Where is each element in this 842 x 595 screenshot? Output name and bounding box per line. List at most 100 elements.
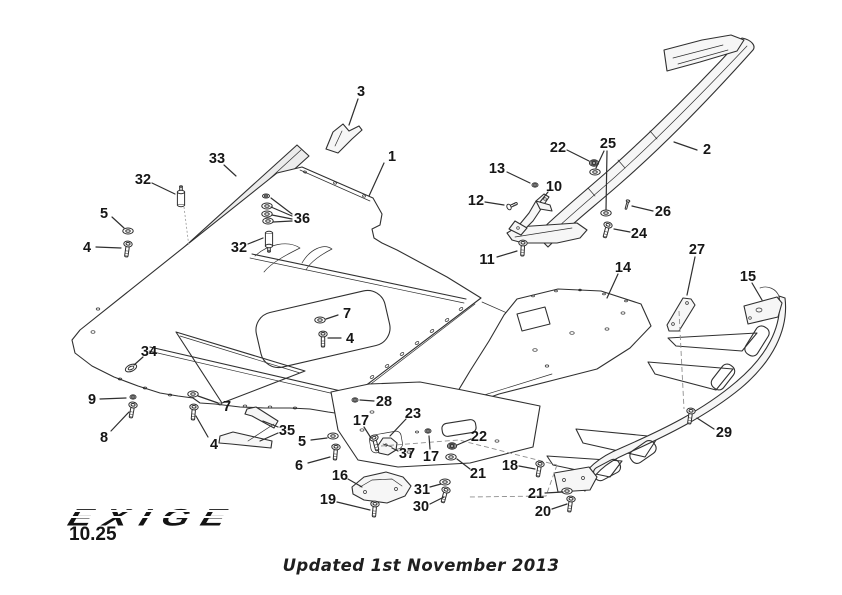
fastener-washer [122, 227, 134, 235]
fastener-bolt [123, 240, 133, 258]
fastener-bolt [602, 221, 613, 239]
svg-text:31: 31 [414, 482, 430, 498]
logo-stripe [62, 516, 270, 518]
callout-28: 28 [359, 394, 392, 410]
svg-text:32: 32 [231, 240, 247, 256]
svg-text:7: 7 [223, 399, 231, 415]
fastener-screw [506, 202, 518, 211]
fastener-spacer [176, 185, 186, 208]
fastener-washer_s [262, 193, 270, 199]
part-16-bracket [351, 471, 412, 504]
callout-2: 2 [673, 141, 711, 158]
part-2-rear-sill [506, 34, 755, 248]
callout-32: 32 [135, 172, 176, 195]
callout-15: 15 [740, 269, 763, 301]
fastener-nut_s [531, 182, 539, 188]
svg-text:28: 28 [376, 394, 392, 410]
callout-5: 5 [298, 434, 328, 450]
svg-text:15: 15 [740, 269, 756, 285]
callout-1: 1 [368, 149, 396, 197]
callout-22: 22 [550, 140, 590, 162]
svg-text:11: 11 [479, 252, 494, 268]
callout-9: 9 [88, 392, 127, 408]
svg-text:30: 30 [413, 499, 429, 515]
svg-text:3: 3 [357, 84, 365, 100]
part-3-bracket [325, 123, 363, 154]
callout-37: 37 [391, 446, 415, 462]
part-15-rear-diffuser [546, 286, 787, 493]
callout-35: 35 [259, 420, 295, 442]
section-number: 10.25 [69, 524, 117, 545]
part-27-bracket [666, 297, 696, 332]
svg-text:21: 21 [470, 466, 486, 482]
svg-text:22: 22 [471, 429, 487, 445]
svg-text:34: 34 [141, 344, 157, 360]
callout-7: 7 [325, 306, 351, 322]
svg-text:16: 16 [332, 468, 348, 484]
fastener-bolt [566, 495, 576, 513]
callout-27: 27 [686, 242, 705, 296]
fastener-bolt [518, 239, 528, 257]
fasteners-layer [122, 159, 696, 518]
svg-text:12: 12 [468, 193, 484, 209]
svg-text:18: 18 [502, 458, 518, 474]
callout-32: 32 [231, 237, 264, 256]
callout-23: 23 [389, 406, 421, 437]
fastener-nut [588, 159, 600, 167]
svg-text:19: 19 [320, 492, 336, 508]
svg-text:23: 23 [405, 406, 421, 422]
fastener-washer [261, 202, 273, 210]
callout-18: 18 [502, 458, 536, 474]
callout-21: 21 [456, 458, 486, 482]
callout-4: 4 [327, 331, 354, 347]
fastener-nut_s [351, 397, 359, 403]
callout-8: 8 [100, 411, 130, 446]
svg-text:29: 29 [716, 425, 732, 441]
callout-26: 26 [631, 204, 671, 220]
svg-text:4: 4 [346, 331, 354, 347]
fastener-nut [446, 442, 458, 450]
fastener-washer [445, 453, 457, 461]
fastener-bolt [318, 330, 328, 348]
logo-stripe [62, 510, 270, 512]
svg-text:8: 8 [100, 430, 108, 446]
callout-7: 7 [197, 395, 231, 415]
svg-text:33: 33 [209, 151, 225, 167]
callout-36: 36 [270, 197, 310, 227]
fastener-bolt [686, 407, 696, 425]
part-14-rear-undertray [454, 288, 652, 407]
callout-17: 17 [423, 435, 439, 465]
callout-10: 10 [539, 179, 562, 203]
callout-5: 5 [100, 206, 125, 229]
svg-text:7: 7 [343, 306, 351, 322]
svg-text:36: 36 [294, 211, 310, 227]
svg-text:24: 24 [631, 226, 647, 242]
svg-text:27: 27 [689, 242, 705, 258]
fastener-washer [187, 390, 199, 398]
svg-text:35: 35 [279, 423, 295, 439]
fastener-bolt [189, 403, 199, 421]
svg-text:5: 5 [100, 206, 108, 222]
callout-21: 21 [528, 486, 564, 502]
callout-11: 11 [479, 250, 518, 268]
callout-13: 13 [489, 161, 531, 184]
callout-6: 6 [295, 456, 331, 474]
fastener-nut_s [129, 394, 137, 400]
svg-text:14: 14 [615, 260, 631, 276]
callout-29: 29 [696, 417, 732, 441]
fastener-washer [589, 168, 601, 176]
callout-25: 25 [595, 136, 616, 211]
svg-text:5: 5 [298, 434, 306, 450]
callout-17: 17 [353, 413, 372, 439]
fastener-bolt [370, 500, 380, 518]
callout-16: 16 [332, 468, 363, 488]
svg-text:13: 13 [489, 161, 505, 177]
callout-24: 24 [613, 226, 647, 242]
part-35-bracket [218, 406, 279, 449]
fastener-bolt [331, 443, 341, 461]
svg-text:22: 22 [550, 140, 566, 156]
callout-4: 4 [195, 415, 218, 453]
callout-4: 4 [83, 240, 122, 256]
